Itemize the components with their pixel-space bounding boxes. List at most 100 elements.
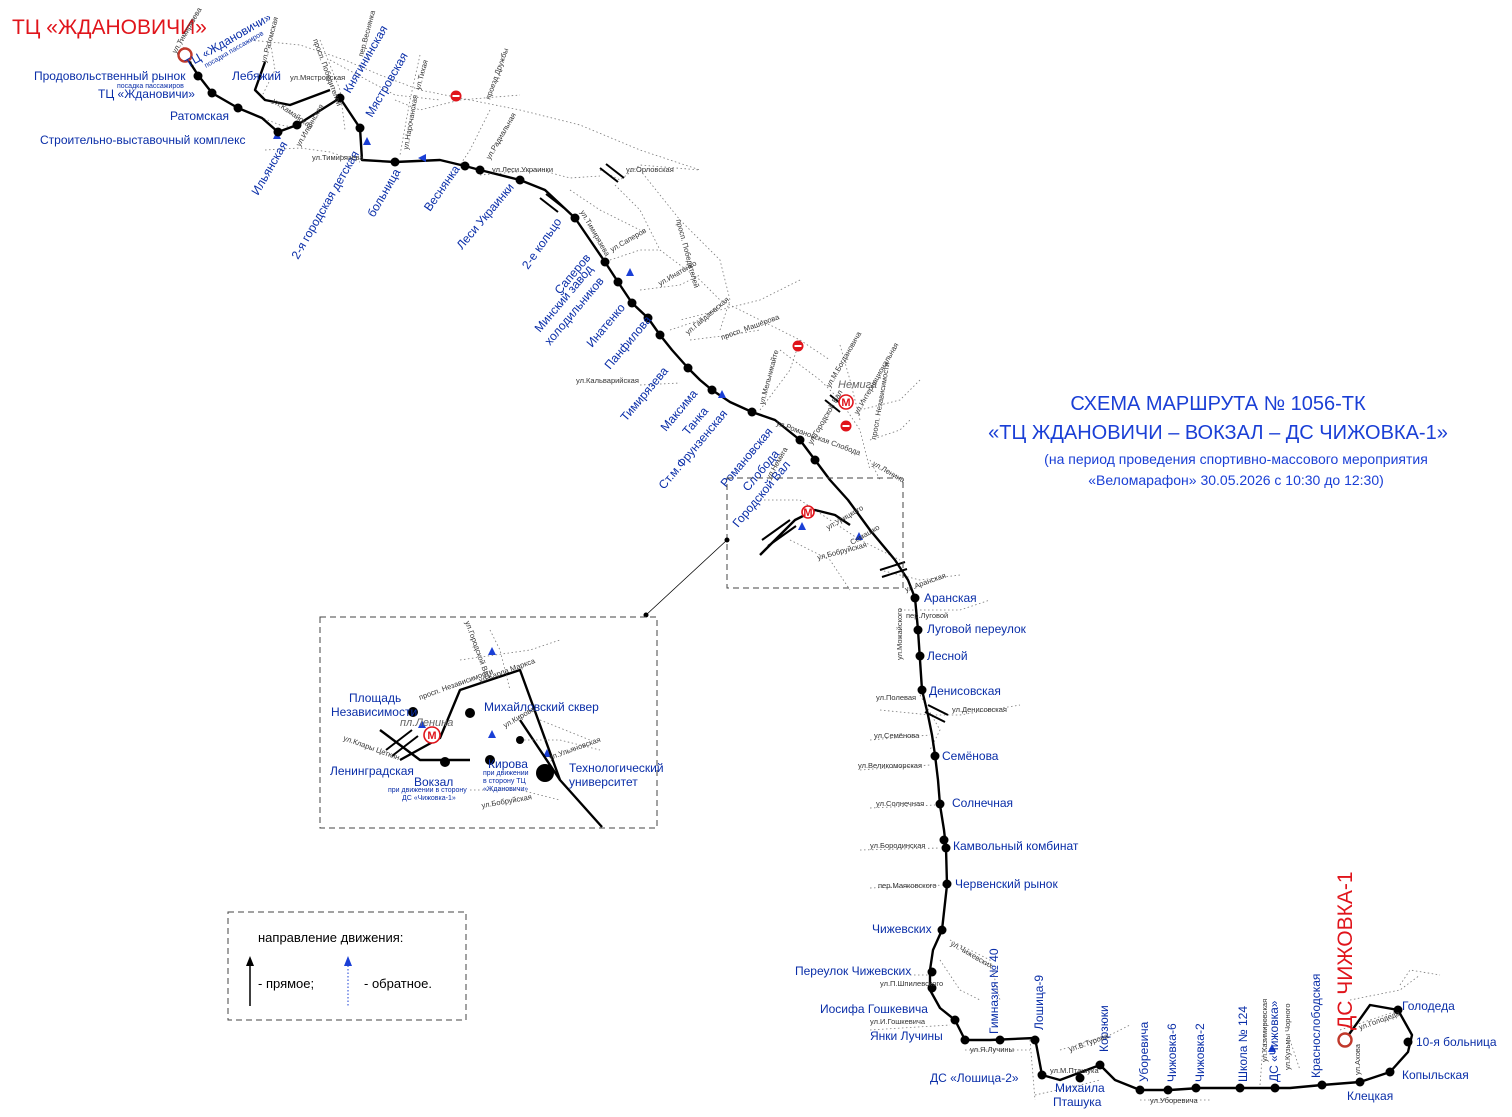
- legend: направление движения: - прямое; - обратн…: [227, 911, 467, 1021]
- svg-text:просп. Независимости: просп. Независимости: [869, 362, 891, 441]
- stop-label: Солнечная: [952, 796, 1013, 810]
- svg-text:ул.Радиальная: ул.Радиальная: [484, 111, 518, 161]
- svg-text:ул.Ульяновская: ул.Ульяновская: [548, 735, 602, 762]
- legend-reverse: - обратное.: [364, 976, 432, 991]
- stop-label: Червенский рынок: [955, 877, 1058, 891]
- stop-label: Лебяжий: [232, 69, 281, 83]
- svg-text:ул.И.Гошкевича: ул.И.Гошкевича: [870, 1017, 926, 1026]
- svg-text:М: М: [427, 730, 436, 742]
- stop-markers: [193, 71, 1413, 1095]
- stop-label: Веснянка: [421, 162, 463, 213]
- legend-title: направление движения:: [258, 930, 403, 945]
- stop-label: Лошица-9: [1032, 975, 1046, 1030]
- terminal-zhdanovichi: [177, 47, 193, 63]
- metro-nemiga-label: Немига: [838, 379, 877, 391]
- terminal-chizhovka: [1337, 1032, 1353, 1048]
- no-entry-icons: [450, 90, 852, 432]
- metro-lenina-label: пл.Ленина: [400, 717, 453, 729]
- stop-label: Краснослободская: [1309, 974, 1323, 1078]
- svg-text:ул.Казимировская: ул.Казимировская: [1260, 999, 1269, 1062]
- stop-note: «Ждановичи»: [483, 786, 528, 793]
- svg-text:ул.Леси Украинки: ул.Леси Украинки: [492, 165, 553, 174]
- stop-label: ДС «Чижовка»: [1267, 1000, 1281, 1082]
- stop-label: Луговой переулок: [927, 622, 1027, 636]
- stop-label: ДС «Лошица-2»: [930, 1071, 1019, 1085]
- svg-text:М: М: [803, 507, 812, 519]
- stop-label: Независимости: [331, 705, 417, 719]
- svg-text:М: М: [841, 397, 850, 409]
- svg-text:просп. Независимости: просп. Независимости: [418, 667, 495, 702]
- stop-label: Продовольственный рынок: [34, 69, 186, 83]
- scheme-subtitle-line1: (на период проведения спортивно-массовог…: [1044, 451, 1428, 467]
- stop-label: Михайловский сквер: [484, 700, 599, 714]
- end-terminal-title: ДС ЧИЖОВКА-1: [1334, 872, 1357, 1031]
- svg-text:ул.М.Пташука: ул.М.Пташука: [1050, 1066, 1100, 1075]
- top-left-title: ТЦ «ЖДАНОВИЧИ»: [12, 16, 207, 39]
- svg-text:ул.Гайдаевская: ул.Гайдаевская: [684, 295, 731, 337]
- stop-label: Камвольный комбинат: [953, 839, 1079, 853]
- stop-label: Переулок Чижевских: [795, 964, 911, 978]
- stop-label: Леси Украинки: [454, 180, 517, 251]
- reverse-arrows: [273, 131, 1276, 1052]
- stop-label: Янки Лучины: [870, 1029, 943, 1043]
- stop-label: Площадь: [349, 691, 401, 705]
- svg-text:ул.Мястровская: ул.Мястровская: [290, 73, 345, 82]
- scheme-subtitle-line2: «Веломарафон» 30.05.2026 с 10:30 до 12:3…: [1088, 472, 1384, 488]
- stop-label: Чижовка-6: [1165, 1023, 1179, 1082]
- legend-forward: - прямое;: [258, 976, 314, 991]
- stop-label: Кирова: [488, 757, 528, 771]
- stop-label: Копыльская: [1402, 1068, 1469, 1082]
- stop-labels-south: Аранская Луговой переулок Лесной Денисов…: [795, 591, 1497, 1109]
- svg-text:ул.Тимирязева: ул.Тимирязева: [312, 153, 364, 162]
- svg-text:ул.Полевая: ул.Полевая: [876, 693, 916, 702]
- svg-text:ул.Урицкого: ул.Урицкого: [825, 503, 865, 532]
- stop-label: Чижовка-2: [1193, 1023, 1207, 1082]
- stop-note: при движении: [483, 770, 529, 777]
- stop-label: Ильянская: [248, 139, 290, 198]
- svg-text:ул.Саперов: ул.Саперов: [609, 226, 648, 254]
- svg-text:ул.Бородинская: ул.Бородинская: [870, 841, 925, 850]
- svg-text:ул.Нарочанская: ул.Нарочанская: [401, 94, 419, 150]
- stop-label: Семёнова: [942, 749, 999, 763]
- svg-text:ул.Кальварийская: ул.Кальварийская: [576, 376, 639, 385]
- svg-text:ул.Денисовская: ул.Денисовская: [952, 705, 1007, 714]
- svg-text:ул.Бобруйская: ул.Бобруйская: [816, 540, 867, 562]
- no-entry-icon: [450, 90, 462, 102]
- stop-label: Школа № 124: [1236, 1006, 1250, 1082]
- stop-label: Чижевских: [872, 922, 932, 936]
- svg-text:просп. Победителей: просп. Победителей: [674, 218, 701, 289]
- svg-text:ул.Семёнова: ул.Семёнова: [874, 731, 920, 740]
- bridge-icons: [539, 163, 949, 723]
- stop-note: в сторону ТЦ: [483, 778, 527, 785]
- svg-text:просп. Машерова: просп. Машерова: [720, 312, 782, 342]
- svg-text:проезд Дружбы: проезд Дружбы: [483, 47, 510, 101]
- stop-label: 2-я городская детская: [288, 148, 361, 261]
- scheme-title-line2: «ТЦ ЖДАНОВИЧИ – ВОКЗАЛ – ДС ЧИЖОВКА-1»: [988, 422, 1448, 444]
- connector-dot: [643, 612, 649, 618]
- stop-label: университет: [569, 775, 638, 789]
- svg-text:ул.Великоморская: ул.Великоморская: [858, 761, 922, 770]
- stop-label: Голодеда: [1402, 999, 1455, 1013]
- street-network: [179, 39, 1441, 1101]
- stop-label: Уборевича: [1137, 1021, 1151, 1082]
- stop-label: больница: [364, 166, 403, 220]
- stop-label: Ратомская: [170, 109, 229, 123]
- metro-icon: М: [838, 394, 854, 410]
- svg-text:ул.Орловская: ул.Орловская: [626, 165, 674, 174]
- stop-label: Иосифа Гошкевича: [820, 1002, 928, 1016]
- stop-label: Аранская: [924, 591, 977, 605]
- svg-text:ул.Бобруйская: ул.Бобруйская: [481, 792, 533, 810]
- svg-text:ул.Кузьмы Чорного: ул.Кузьмы Чорного: [1283, 1003, 1292, 1070]
- stop-note: при движении в сторону: [388, 787, 467, 794]
- svg-text:ул.П.Шпилевского: ул.П.Шпилевского: [880, 979, 943, 988]
- no-entry-icon: [792, 340, 804, 352]
- stop-label: 10-я больница: [1416, 1035, 1497, 1049]
- svg-text:ул.Тимирязева: ул.Тимирязева: [578, 209, 612, 259]
- scheme-title-line1: СХЕМА МАРШРУТА № 1056-ТК: [1070, 393, 1366, 415]
- no-entry-icon: [840, 420, 852, 432]
- stop-note: посадка пассажиров: [117, 83, 184, 90]
- stop-label: Лесной: [927, 649, 968, 663]
- stop-note: ДС «Чижовка-1»: [402, 795, 456, 802]
- metro-icon: М: [423, 726, 441, 744]
